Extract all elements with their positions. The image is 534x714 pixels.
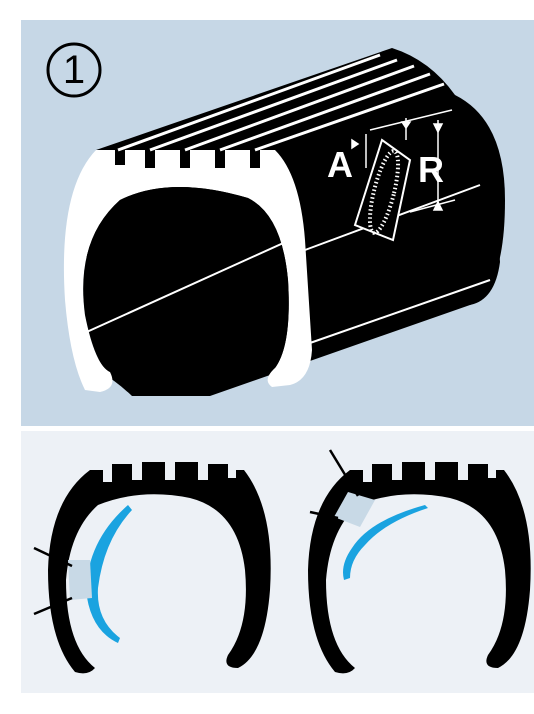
tire-cross-section-icon-right (308, 450, 531, 673)
tire-cross-section-icon-left (34, 462, 271, 673)
